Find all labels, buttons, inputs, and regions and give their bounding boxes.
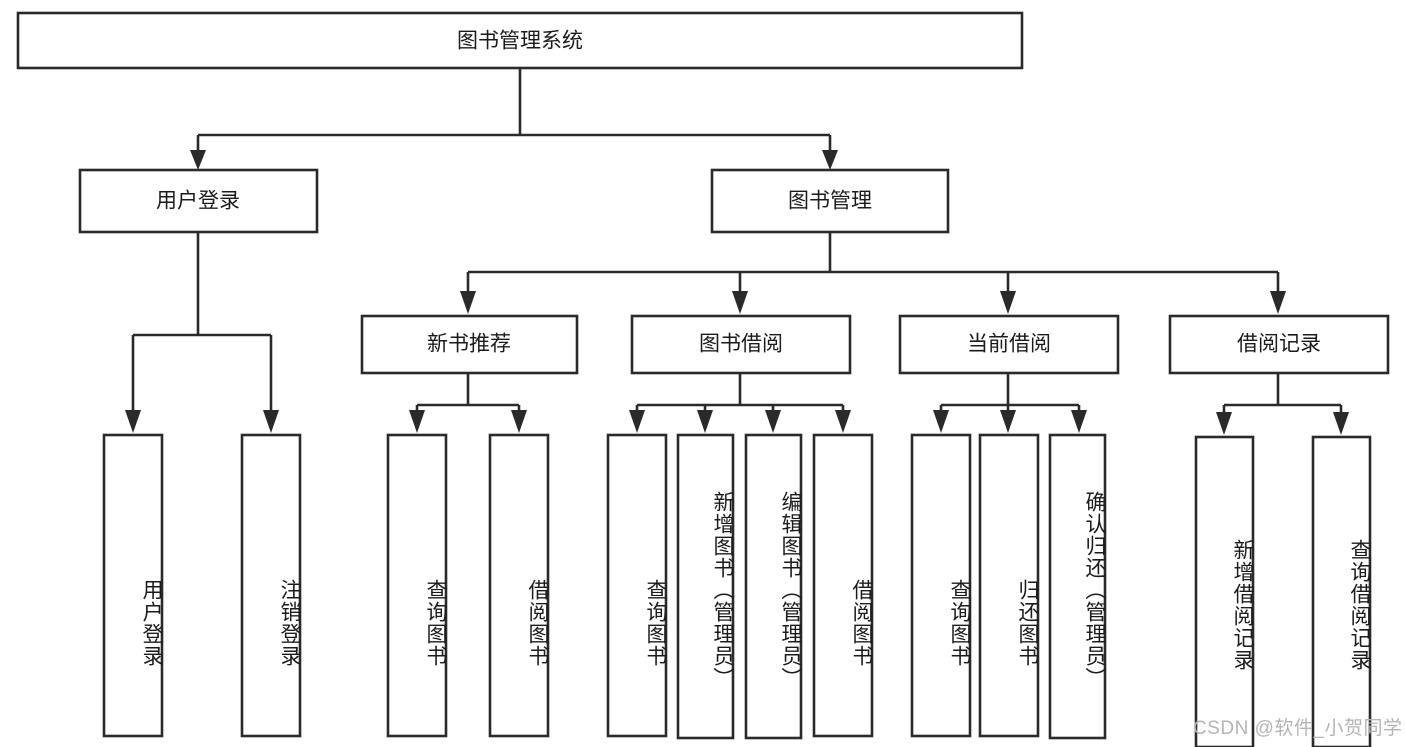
leaf-box-book-borrow-2[interactable] (676, 433, 735, 740)
node-root-label: 图书管理系统 (457, 30, 583, 53)
node-user-login-label: 用户登录 (156, 190, 240, 213)
node-borrow-record[interactable] (1168, 314, 1390, 375)
node-root[interactable] (16, 11, 1024, 70)
node-current-borrow[interactable] (898, 314, 1120, 375)
node-new-book-recommend[interactable] (360, 314, 579, 375)
leaf-box-user-login-1[interactable] (102, 433, 164, 738)
arrowhead-leaf-user-2 (263, 410, 279, 433)
arrowhead-to-newbook (460, 291, 476, 314)
node-book-management[interactable] (710, 168, 950, 234)
arrowhead-to-bookmgmt (822, 150, 838, 170)
arrowhead-leaf-borrowrecord-1 (1216, 412, 1232, 435)
node-new-book-recommend-label: 新书推荐 (427, 333, 511, 356)
arrowhead-leaf-borrowrecord-2 (1333, 412, 1349, 435)
node-book-management-label: 图书管理 (788, 190, 872, 213)
arrowhead-leaf-currentborrow-2 (1000, 410, 1016, 433)
arrowhead-leaf-newbook-1 (409, 410, 425, 433)
leaf-box-user-login-2[interactable] (240, 433, 302, 738)
arrowhead-leaf-bookborrow-4 (835, 410, 851, 433)
leaf-box-borrow-record-1[interactable] (1194, 435, 1255, 747)
leaf-box-new-book-1[interactable] (386, 433, 448, 738)
node-book-borrow-label: 图书借阅 (699, 333, 783, 356)
node-book-borrow[interactable] (630, 314, 852, 375)
leaf-box-borrow-record-2[interactable] (1311, 435, 1372, 747)
leaf-box-book-borrow-4[interactable] (812, 433, 874, 738)
arrowhead-leaf-newbook-2 (511, 410, 527, 433)
arrowhead-to-userlogin (190, 150, 206, 170)
node-borrow-record-label: 借阅记录 (1237, 333, 1321, 356)
arrowhead-to-borrowrecord (1270, 291, 1286, 314)
leaf-box-current-borrow-2[interactable] (978, 433, 1040, 738)
node-current-borrow-label: 当前借阅 (967, 333, 1051, 356)
leaf-box-book-borrow-1[interactable] (606, 433, 668, 738)
leaf-box-current-borrow-3[interactable] (1048, 433, 1107, 740)
leaf-box-book-borrow-3[interactable] (744, 433, 803, 740)
leaf-box-current-borrow-1[interactable] (910, 433, 972, 738)
arrowhead-leaf-currentborrow-3 (1071, 410, 1087, 433)
node-user-login[interactable] (78, 168, 319, 234)
arrowhead-leaf-bookborrow-2 (697, 410, 713, 433)
arrowhead-leaf-bookborrow-3 (765, 410, 781, 433)
arrowhead-leaf-user-1 (125, 410, 141, 433)
arrowhead-leaf-currentborrow-1 (933, 410, 949, 433)
arrowhead-to-bookborrow (732, 291, 748, 314)
arrowhead-leaf-bookborrow-1 (629, 410, 645, 433)
csdn-watermark: CSDN @软件_小贺同学 (1193, 718, 1403, 739)
leaf-box-new-book-2[interactable] (488, 433, 550, 738)
arrowhead-to-currentborrow (1000, 291, 1016, 314)
